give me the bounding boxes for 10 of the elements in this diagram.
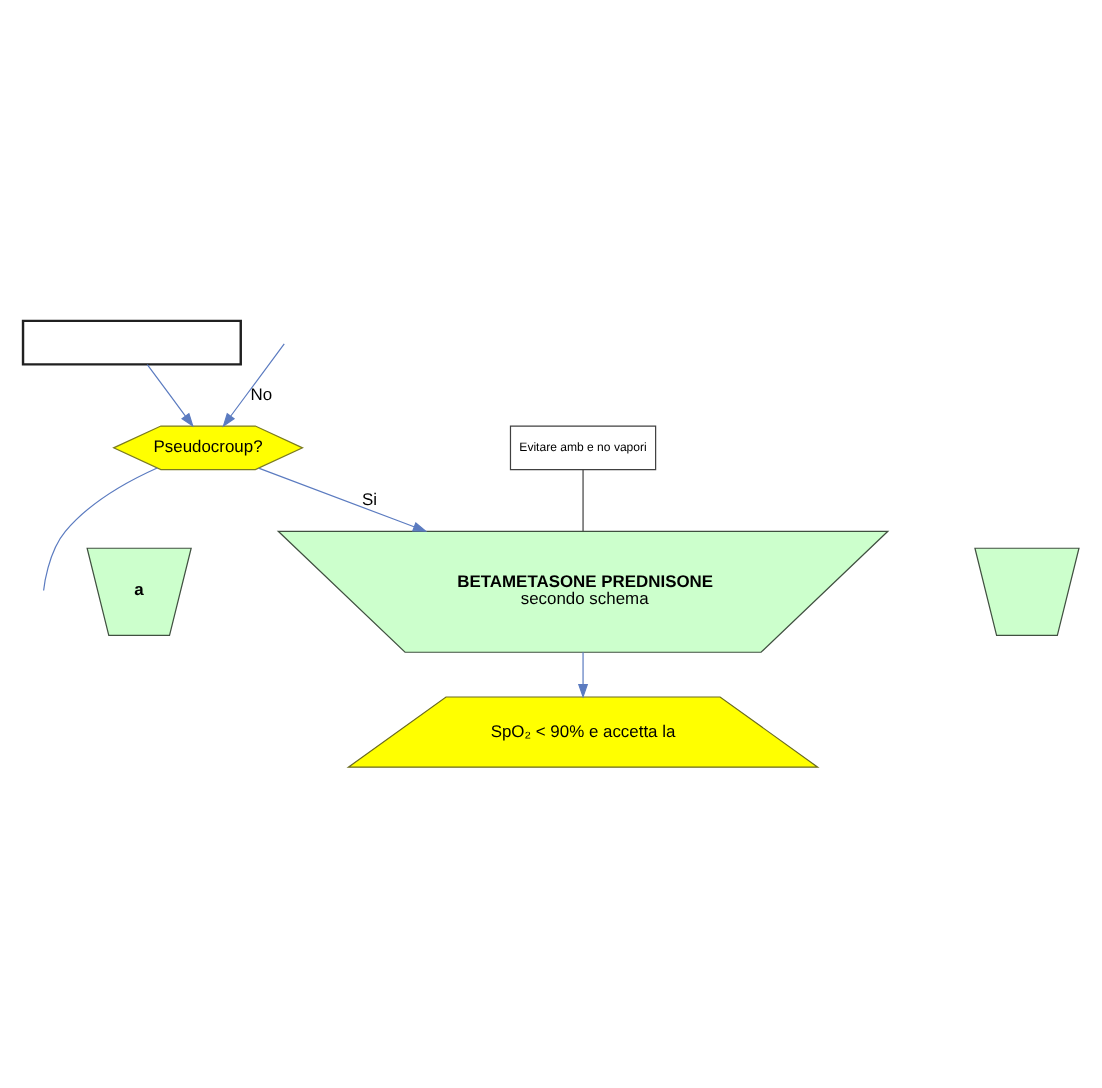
node-trapezoid bbox=[974, 547, 1080, 636]
connector bbox=[582, 469, 584, 532]
edge-label: No bbox=[250, 383, 273, 404]
node-box bbox=[21, 319, 242, 366]
arrow bbox=[577, 651, 589, 699]
arrow bbox=[258, 467, 428, 532]
arrow bbox=[222, 343, 285, 428]
arrow bbox=[146, 364, 194, 428]
connector bbox=[43, 467, 158, 592]
edge-label: Si bbox=[362, 488, 378, 509]
